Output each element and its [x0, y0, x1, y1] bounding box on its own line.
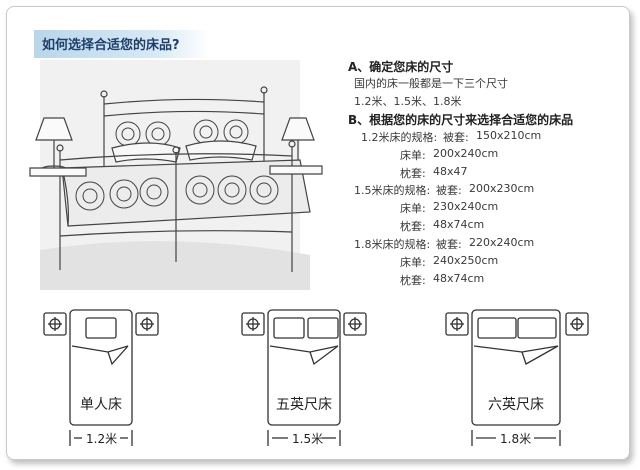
- spec-value: 200x240cm: [433, 147, 499, 160]
- five-foot-bed-diagram: [241, 309, 367, 446]
- bed-name-five-foot: 五英尺床: [276, 397, 332, 413]
- bed-width-1-2: 1.2米: [86, 432, 118, 446]
- bed-name-six-foot: 六英尺床: [488, 397, 544, 413]
- spec-key: 枕套:: [400, 167, 426, 180]
- spec-key: 被套:: [436, 238, 462, 251]
- spec-size-label-1-2: 1.2米床的规格:: [361, 131, 438, 144]
- spec-key: 床单:: [400, 256, 426, 269]
- spec-value: 230x240cm: [433, 200, 499, 213]
- spec-key: 床单:: [400, 149, 426, 162]
- spec-value: 150x210cm: [476, 129, 542, 142]
- spec-value: 48x47: [433, 165, 468, 178]
- header-band: [34, 30, 209, 58]
- section-a-sizes: 1.2米、1.5米、1.8米: [354, 95, 462, 108]
- spec-size-label-1-8: 1.8米床的规格:: [354, 238, 431, 251]
- bed-name-single: 单人床: [80, 397, 122, 413]
- spec-size-label-1-5: 1.5米床的规格:: [354, 184, 431, 197]
- section-b-heading: B、根据您的床的尺寸来选择合适您的床品: [348, 113, 574, 127]
- section-a-heading: A、确定您床的尺寸: [348, 60, 454, 74]
- single-bed-diagram: [43, 309, 159, 446]
- page-title: 如何选择合适您的床品?: [42, 38, 180, 53]
- section-a-note: 国内的床一般都是一下三个尺寸: [354, 77, 508, 90]
- spec-value: 200x230cm: [469, 182, 535, 195]
- spec-value: 48x74cm: [433, 218, 485, 231]
- six-foot-bed-diagram: [445, 309, 589, 446]
- spec-key: 枕套:: [400, 220, 426, 233]
- spec-value: 48x74cm: [433, 272, 485, 285]
- spec-key: 被套:: [436, 184, 462, 197]
- spec-value: 240x250cm: [433, 254, 499, 267]
- spec-key: 枕套:: [400, 274, 426, 287]
- spec-key: 被套:: [443, 131, 469, 144]
- bed-width-1-5: 1.5米: [292, 432, 324, 446]
- spec-value: 220x240cm: [469, 236, 535, 249]
- spec-key: 床单:: [400, 202, 426, 215]
- bed-width-1-8: 1.8米: [500, 432, 532, 446]
